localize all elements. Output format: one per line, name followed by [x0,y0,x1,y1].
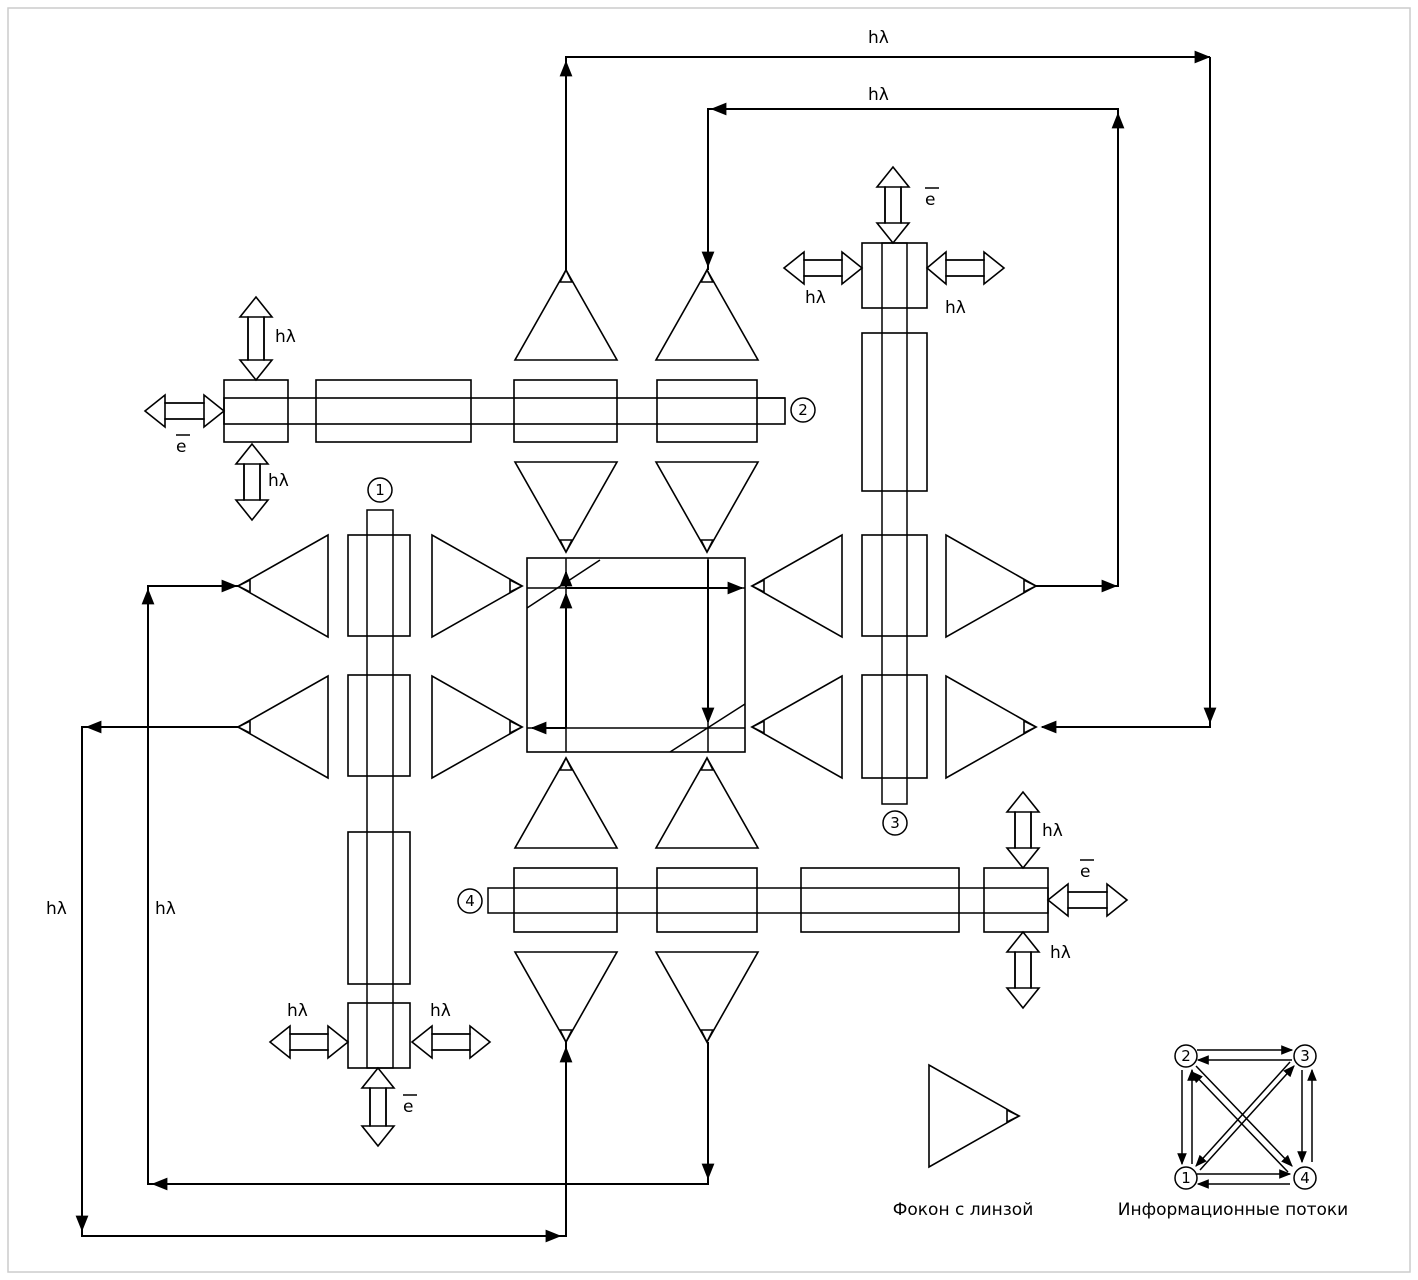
legend-information-flows [1177,1045,1317,1189]
focon-1-right-b [431,674,524,780]
loop-top-inner [701,102,1125,593]
loop-left-outer [75,720,573,1243]
outer-frame [7,7,1411,1273]
focon-2-lower-b [654,461,760,554]
legend-node-4: 4 [1293,1166,1317,1190]
svg-text:1: 1 [1181,1169,1191,1187]
label-hl-loop-left-inner: hλ [155,899,176,919]
loop-left-inner [141,579,715,1191]
photon-arrow-m1-right [410,1024,492,1060]
focon-4-lower-b [654,951,760,1044]
focon-1-left-b [236,674,329,780]
svg-text:3: 3 [1300,1047,1310,1065]
electron-arrow-m1-bottom [360,1066,396,1148]
label-hl-m4-top: hλ [1042,821,1063,841]
photon-arrow-m3-right [925,250,1006,286]
channel-2-marker: 2 [790,397,816,423]
label-e-m1: e [403,1097,413,1117]
svg-text:2: 2 [798,401,808,419]
legend-node-2: 2 [1174,1044,1198,1068]
label-hl-loop-left-outer: hλ [46,899,67,919]
module-2-waveguide [223,379,786,443]
electron-arrow-m3-top [875,165,911,245]
focon-4-upper-b [654,756,760,849]
focon-3-right-a [945,533,1038,639]
photon-arrow-m4-bottom [1005,930,1041,1010]
label-hl-m2-top: hλ [275,327,296,347]
focon-3-left-b [750,674,843,780]
electron-arrow-m2-left [143,393,226,429]
label-hl-loop-top-inner: hλ [868,85,889,105]
focon-1-left-a [236,533,329,639]
svg-text:2: 2 [1181,1047,1191,1065]
label-hl-m1-right: hλ [430,1001,451,1021]
photon-arrow-m3-left [782,250,864,286]
focon-3-left-a [750,533,843,639]
svg-text:4: 4 [1300,1169,1310,1187]
label-hl-m3-left: hλ [805,288,826,308]
focon-2-upper-b [654,268,760,361]
channel-3-marker: 3 [882,810,908,836]
label-hl-m2-bottom: hλ [268,471,289,491]
legend-node-3: 3 [1293,1044,1317,1068]
loop-top-outer [559,50,1217,734]
label-hl-m4-bottom: hλ [1050,943,1071,963]
svg-text:1: 1 [375,481,385,499]
module-1-waveguide [347,509,411,1069]
module-3-waveguide [861,242,928,805]
label-e-m2: e [176,437,186,457]
legend-flows-caption: Информационные потоки [1118,1200,1348,1220]
internal-beams [530,560,744,735]
focon-4-lower-a [513,951,619,1044]
focon-4-upper-a [513,756,619,849]
photon-arrow-m2-bottom [234,442,270,522]
label-hl-m3-right: hλ [945,298,966,318]
module-4-waveguide [487,867,1049,933]
label-e-m3: e [925,190,935,210]
legend-focon-caption: Фокон с линзой [893,1200,1034,1220]
legend-focon-symbol [928,1063,1021,1169]
photon-arrow-m1-left [268,1024,350,1060]
legend-node-1: 1 [1174,1166,1198,1190]
focon-1-right-a [431,533,524,639]
focon-3-right-b [945,674,1038,780]
focon-2-lower-a [513,461,619,554]
focon-2-upper-a [513,268,619,361]
electron-arrow-m4-right [1046,882,1129,918]
svg-text:3: 3 [890,814,900,832]
label-hl-loop-top-outer: hλ [868,28,889,48]
label-hl-m1-left: hλ [287,1001,308,1021]
channel-1-marker: 1 [367,477,393,503]
photon-arrow-m2-top [238,295,274,382]
label-e-m4: e [1080,862,1090,882]
channel-4-marker: 4 [457,888,483,914]
svg-text:4: 4 [465,892,475,910]
photon-arrow-m4-top [1005,790,1041,870]
